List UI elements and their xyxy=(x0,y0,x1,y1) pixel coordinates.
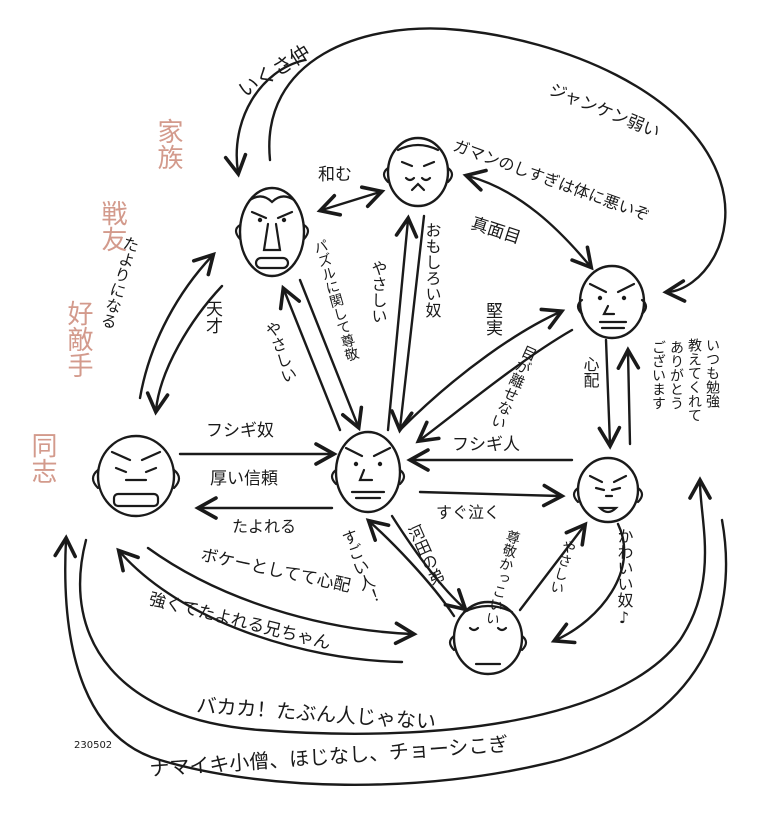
label-yasashii-2: やさしい xyxy=(261,319,299,386)
svg-text:ありがとう: ありがとう xyxy=(668,340,684,410)
label-yasashii-1: やさしい xyxy=(369,260,388,324)
label-kawaii: かわいい奴♪ xyxy=(615,528,634,627)
label-itsumo: いつも勉強 教えてくれて ありがとう ございます xyxy=(650,338,720,422)
face-left xyxy=(93,436,179,516)
category-doushi: 同志 xyxy=(27,432,57,484)
arrow-kenjitsu xyxy=(400,312,560,430)
label-sugu-naku: すぐ泣く xyxy=(436,503,500,522)
label-janken: ジャンケン弱い xyxy=(546,80,663,143)
svg-text:教えてくれて: 教えてくれて xyxy=(686,338,702,422)
face-right xyxy=(578,266,646,338)
label-tensai: 天才 xyxy=(202,300,223,334)
svg-text:いつも勉強: いつも勉強 xyxy=(704,338,720,408)
label-fushigi-jin: フシギ人 xyxy=(452,435,520,455)
label-atsui-shinrai: 厚い信頼 xyxy=(210,469,278,489)
arrow-yasashii-1 xyxy=(388,220,408,430)
face-right-middle xyxy=(574,458,642,522)
arrow-itsumo xyxy=(628,352,630,444)
arrow-wamu xyxy=(322,192,380,210)
arrow-shinpai xyxy=(606,340,610,444)
label-shinpai: 心配 xyxy=(581,356,600,388)
arrow-sonkei xyxy=(520,526,584,610)
date-stamp: 230502 xyxy=(74,740,112,751)
face-top-left xyxy=(236,188,308,276)
label-kawada: 河田の弟 xyxy=(403,522,446,588)
svg-text:ございます: ございます xyxy=(650,340,666,410)
label-omoshiroi: おもしろい奴 xyxy=(423,222,442,318)
face-top-center xyxy=(384,138,452,206)
arrow-omoshiroi xyxy=(400,216,424,428)
category-koutekishu: 好敵手 xyxy=(63,300,93,378)
label-mega: 目が離せない xyxy=(487,342,540,432)
arrow-sugu-naku xyxy=(420,492,560,496)
category-kazoku: 家族 xyxy=(153,118,183,170)
label-kenjitsu: 堅実 xyxy=(482,302,503,336)
label-wamu: 和む xyxy=(318,165,352,185)
label-tsuyoku: 強くてたよれる兄ちゃん xyxy=(147,589,333,654)
label-sugoi: すごい人！ xyxy=(337,527,382,609)
face-center xyxy=(332,432,404,512)
label-majime: 真面目 xyxy=(468,214,523,249)
label-tayoreru: たよれる xyxy=(232,517,296,536)
label-namaiki: ナマイキ小僧、ほじなし、チョーシこぎ xyxy=(149,732,509,781)
label-fushigi-yatsu: フシギ奴 xyxy=(206,421,274,441)
label-pazuru: パズルに関して尊敬 xyxy=(310,238,360,365)
